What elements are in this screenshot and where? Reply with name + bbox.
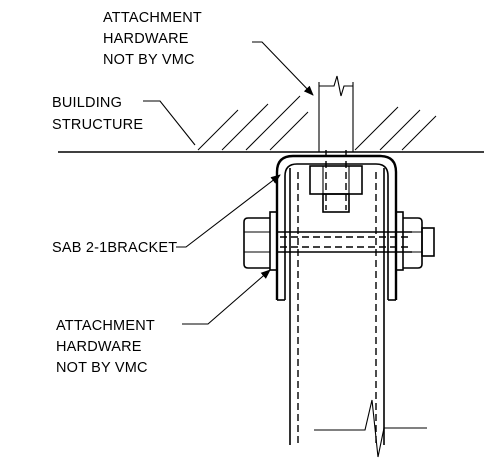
top-nut [309, 165, 363, 213]
top-attachment-line1: ATTACHMENT [103, 10, 202, 26]
strut-break-symbol [314, 399, 427, 458]
bottom-attachment-line2: HARDWARE [56, 339, 142, 355]
top-attachment-line3: NOT BY VMC [103, 52, 195, 68]
bracket-leader [176, 174, 281, 248]
building-structure-line2: STRUCTURE [52, 117, 143, 133]
bracket-label: SAB 2-1BRACKET [52, 240, 177, 256]
bottom-attachment-label: ATTACHMENT HARDWARE NOT BY VMC [56, 318, 155, 376]
bottom-attachment-line3: NOT BY VMC [56, 360, 148, 376]
bottom-attachment-leader [182, 269, 271, 325]
threaded-rod [318, 75, 354, 210]
building-structure-line1: BUILDING [52, 95, 122, 111]
rod-break-symbol [319, 75, 353, 97]
top-attachment-line2: HARDWARE [103, 31, 189, 47]
bottom-attachment-line1: ATTACHMENT [56, 318, 155, 334]
nut-right [395, 211, 435, 271]
channel-strut [289, 168, 427, 458]
structure-hatching [197, 95, 437, 151]
u-bracket [275, 154, 398, 301]
bolt-head-left [243, 211, 278, 271]
through-bolt [277, 231, 412, 253]
building-structure-leader [143, 100, 196, 146]
building-structure-label: BUILDING STRUCTURE [52, 95, 143, 133]
top-attachment-leader [252, 41, 314, 96]
top-attachment-label: ATTACHMENT HARDWARE NOT BY VMC [103, 10, 202, 68]
